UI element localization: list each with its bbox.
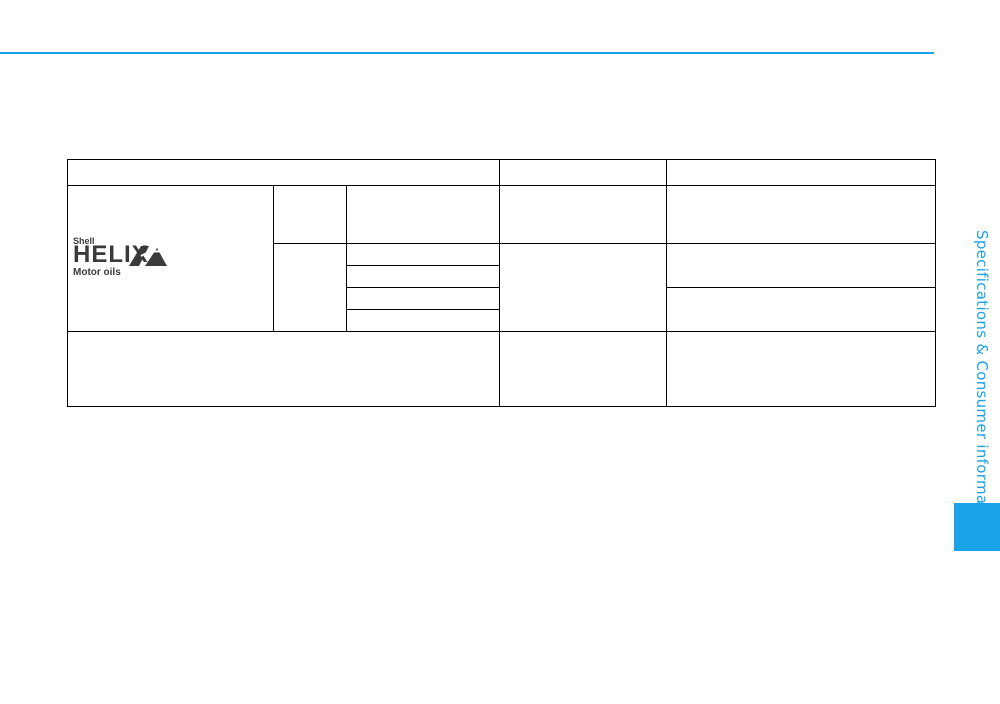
logo-brand-top: Shell (73, 235, 95, 246)
spec-cell (345, 243, 501, 266)
header-cell-type (499, 159, 668, 186)
footer-type-cell (499, 331, 668, 407)
header-rule (0, 52, 934, 54)
header-cell-product (66, 159, 501, 186)
footer-note-cell (66, 331, 501, 407)
spec-cell (345, 185, 501, 244)
description-cell (666, 243, 937, 288)
road-swoosh-icon (129, 245, 172, 266)
type-cell (499, 243, 668, 332)
header-cell-description (666, 159, 937, 186)
spec-cell (345, 309, 501, 332)
table-header-row (66, 159, 937, 186)
section-tab-label: Specifications & Consumer information (973, 230, 991, 535)
type-cell (499, 185, 668, 244)
table-row (68, 243, 937, 332)
footer-description-cell (666, 331, 937, 407)
table-row: Shell HELIX Motor oils (67, 185, 937, 332)
description-cell (666, 185, 937, 244)
grade-cell (273, 185, 347, 244)
logo-brand-sub: Motor oils (73, 266, 121, 278)
spec-cell (345, 287, 501, 310)
description-cell (666, 287, 937, 332)
engine-oil-spec-table: Shell HELIX Motor oils (66, 159, 937, 407)
shell-helix-logo: Shell HELIX Motor oils (73, 236, 183, 282)
grade-cell (273, 243, 347, 332)
brand-logo-cell: Shell HELIX Motor oils (67, 185, 274, 332)
table-footer-row (66, 331, 937, 407)
section-tab-marker[interactable] (954, 503, 1000, 551)
spec-cell (345, 265, 501, 288)
